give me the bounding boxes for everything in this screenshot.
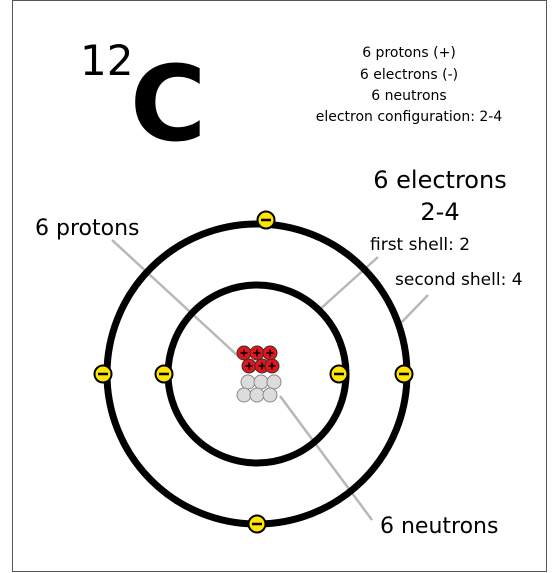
second-shell-ring: [103, 220, 411, 528]
electron: [247, 514, 267, 534]
proton: [264, 358, 280, 374]
summary-protons: 6 protons (+): [362, 45, 456, 61]
electron: [154, 364, 174, 384]
element-symbol: C: [130, 43, 206, 165]
protons-leader-line: [111, 239, 239, 357]
neutron: [240, 374, 256, 390]
protons-label: 6 protons: [35, 216, 139, 241]
electron: [93, 364, 113, 384]
electrons-title: 6 electrons: [373, 166, 506, 194]
mass-number: 12: [80, 36, 133, 85]
first-shell-ring: [164, 281, 350, 467]
electron: [329, 364, 349, 384]
neutron: [249, 387, 265, 403]
first-shell-label: first shell: 2: [370, 235, 470, 255]
summary-configuration: electron configuration: 2-4: [316, 109, 503, 125]
nucleus: [236, 345, 282, 403]
second-shell-label: second shell: 4: [395, 270, 523, 290]
leader-lines: [111, 239, 429, 521]
neutron: [262, 387, 278, 403]
electron: [394, 364, 414, 384]
proton: [241, 358, 257, 374]
neutron: [266, 374, 282, 390]
neutrons-label: 6 neutrons: [380, 514, 498, 539]
configuration-short: 2-4: [420, 198, 459, 226]
summary-neutrons: 6 neutrons: [371, 88, 446, 104]
neutrons-leader-line: [278, 395, 374, 521]
summary-electrons: 6 electrons (-): [360, 67, 458, 83]
electron: [256, 210, 276, 230]
proton: [249, 345, 265, 361]
neutron: [253, 374, 269, 390]
first-shell-leader-line: [317, 256, 379, 312]
proton: [262, 345, 278, 361]
second-shell-leader-line: [398, 294, 429, 326]
neutron: [236, 387, 252, 403]
proton: [236, 345, 252, 361]
